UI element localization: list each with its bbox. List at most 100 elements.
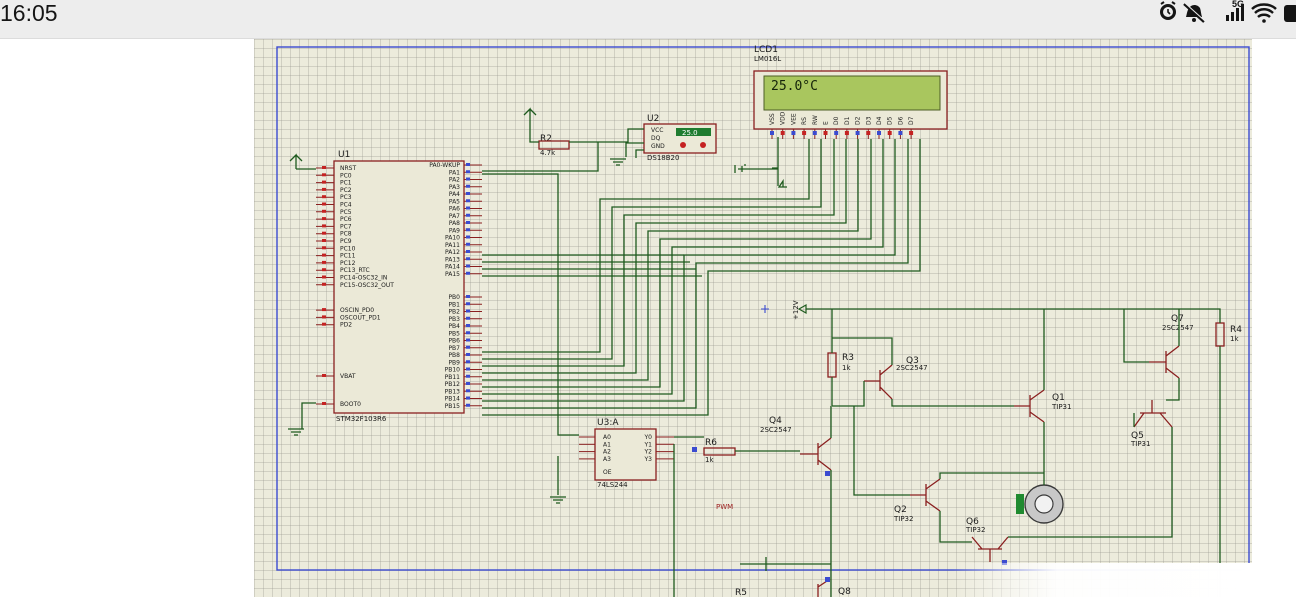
alarm-icon <box>1160 1 1176 20</box>
pin-marker <box>1002 560 1007 565</box>
transistor-q5[interactable]: Q5 TIP31 <box>1130 400 1173 448</box>
lcd-pin-marker <box>834 131 839 135</box>
svg-text:Q6: Q6 <box>966 517 979 527</box>
wire <box>832 337 893 365</box>
buffer-pin-label: A2 <box>603 449 611 456</box>
svg-text:VCC: VCC <box>651 127 663 134</box>
mcu-pin-marker <box>466 338 470 342</box>
wire <box>529 120 539 143</box>
signal-icon <box>1226 4 1244 21</box>
mcu-pin-marker <box>322 166 326 169</box>
mcu-pin-label: PA8 <box>449 220 460 227</box>
mcu-pin-label: PC14-OSC32_IN <box>340 275 387 282</box>
mcu-pin-marker <box>466 353 470 356</box>
svg-text:Q5: Q5 <box>1131 431 1144 441</box>
sheet-border <box>276 46 1250 571</box>
mcu-pin-label: OSCOUT_PD1 <box>340 314 381 321</box>
mcu-pin-label: PB13 <box>445 388 461 395</box>
resistor-r6[interactable]: R6 1k <box>703 438 736 464</box>
mcu-pin-marker <box>322 224 326 228</box>
wire <box>738 137 779 186</box>
mcu-pin-label: PB8 <box>448 352 460 359</box>
transistor-q2[interactable]: Q2 TIP32 <box>893 478 941 523</box>
mcu-pin-label: PC5 <box>340 209 352 216</box>
transistor-q6[interactable]: Q6 TIP32 <box>965 517 1009 562</box>
pin-marker <box>825 577 830 582</box>
lcd-pin-marker <box>770 131 774 135</box>
resistor-r3[interactable]: R3 1k <box>827 352 854 378</box>
lcd-pin-marker <box>909 131 914 135</box>
wire <box>301 402 316 429</box>
lcd-pin-label: D0 <box>833 116 840 125</box>
mcu-pin-marker <box>466 228 470 232</box>
lcd-pin-label: D5 <box>887 116 894 125</box>
resistor-r4[interactable]: R4 1k <box>1215 322 1242 347</box>
mcu-pin-label: BOOT0 <box>340 401 361 408</box>
mcu-pin-marker <box>466 264 470 268</box>
wire <box>482 139 835 367</box>
mcu-pin-label: PA4 <box>449 191 460 198</box>
mcu-pin-marker <box>322 402 326 405</box>
transistor-q8[interactable]: Q8 <box>817 578 851 597</box>
svg-text:U1: U1 <box>338 150 350 160</box>
mcu-pin-label: PC7 <box>340 223 352 230</box>
wire <box>1008 427 1173 538</box>
mcu-pin-label: PC4 <box>340 202 352 209</box>
buffer-pin-label: Y0 <box>644 434 653 441</box>
resistor-r5[interactable]: R5 <box>735 588 747 597</box>
mcu-pin-label: PA7 <box>449 213 460 220</box>
mcu-pin-marker <box>466 389 470 393</box>
mcu-pin-label: PC2 <box>340 187 352 194</box>
mcu-pin-marker <box>466 163 470 166</box>
microcontroller[interactable]: U1 STM32F103R6 NRSTPC0PC1PC2PC3PC4PC5PC6… <box>316 150 482 423</box>
transistor-q7[interactable]: Q7 2SC2547 <box>1149 314 1194 379</box>
transistor-q3[interactable]: Q3 2SC2547 <box>864 356 928 400</box>
mcu-pin-label: PB3 <box>448 316 460 323</box>
transistor-q1[interactable]: Q1 TIP31 <box>1014 389 1071 423</box>
status-icons: 5G <box>1156 0 1296 26</box>
lcd-pin-label: D7 <box>908 116 915 125</box>
transistor-q4[interactable]: Q4 2SC2547 <box>760 416 832 471</box>
mcu-pin-marker <box>322 282 326 286</box>
mcu-pin-label: PB2 <box>448 309 460 316</box>
wire <box>482 139 859 381</box>
lcd-pin-marker <box>844 131 849 135</box>
mcu-pin-label: PA0-WKUP <box>429 162 460 169</box>
buffer-pin-label: Y1 <box>644 441 653 448</box>
network-type-label: 5G <box>1231 0 1244 9</box>
mcu-pin-label: PC0 <box>340 172 352 179</box>
svg-text:Q7: Q7 <box>1171 314 1184 324</box>
temperature-sensor[interactable]: U2 VCC DQ GND 25.0 DS18B20 <box>643 114 717 162</box>
svg-text:TIP32: TIP32 <box>893 515 913 523</box>
wire <box>482 139 909 409</box>
mcu-pin-label: PC10 <box>340 245 356 252</box>
mcu-pin-label: PA10 <box>445 235 460 242</box>
mcu-pin-label: NRST <box>340 165 356 172</box>
mcu-pin-marker <box>322 322 326 326</box>
mcu-pin-marker <box>466 295 470 298</box>
mcu-pin-marker <box>322 217 326 221</box>
lcd-pin-marker <box>802 131 807 135</box>
resistor-r2[interactable]: R2 4.7k <box>538 134 570 157</box>
lcd-pin-label: E <box>823 121 830 125</box>
lcd-pin-marker <box>887 131 892 135</box>
mcu-pin-label: PA13 <box>445 256 460 263</box>
svg-text:Q8: Q8 <box>838 587 851 597</box>
wire <box>891 399 1014 407</box>
pin-marker <box>692 447 697 452</box>
dc-motor[interactable] <box>1016 484 1064 524</box>
sensor-part: DS18B20 <box>647 154 679 162</box>
wire <box>1123 309 1149 427</box>
mcu-pin-marker <box>466 331 470 335</box>
wire <box>806 308 1221 597</box>
mcu-pin-label: PB5 <box>448 330 460 337</box>
wire <box>482 139 921 416</box>
supply-terminal[interactable]: +12V <box>761 300 807 320</box>
wiring <box>288 107 1221 597</box>
mcu-pin-marker <box>322 239 326 242</box>
mcu-pin-label: PB15 <box>445 403 461 410</box>
